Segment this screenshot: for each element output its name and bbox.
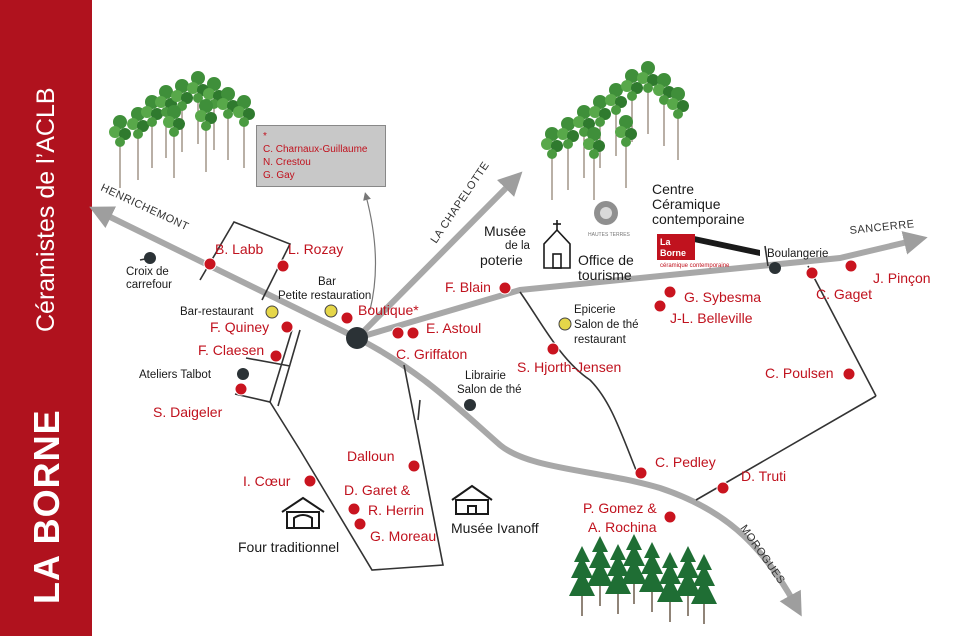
village-center-marker xyxy=(346,327,368,349)
label-blain: F. Blain xyxy=(445,279,491,295)
label-epicerie-2: Salon de thé xyxy=(574,319,639,331)
label-herrin: R. Herrin xyxy=(368,502,424,518)
label-boutique: Boutique* xyxy=(358,302,419,318)
church-icon xyxy=(543,220,571,269)
label-epicerie-3: restaurant xyxy=(574,334,627,346)
label-belleville: J-L. Belleville xyxy=(670,310,753,326)
label-moreau: G. Moreau xyxy=(370,528,436,544)
label-dalloun: Dalloun xyxy=(347,448,394,464)
label-astoul: E. Astoul xyxy=(426,320,481,336)
svg-text:Borne: Borne xyxy=(660,248,686,258)
side-band: LA BORNE Céramistes de l’ACLB xyxy=(0,0,92,636)
label-centre-2: Céramique xyxy=(652,196,721,212)
label-pedley: C. Pedley xyxy=(655,454,716,470)
label-rochina: A. Rochina xyxy=(588,519,657,535)
svg-text:La: La xyxy=(660,237,671,247)
small-roads xyxy=(139,221,877,571)
label-musee-2: de la xyxy=(505,240,531,252)
svg-text:céramique contemporaine: céramique contemporaine xyxy=(660,263,730,269)
note-line: C. Charnaux-Guillaume xyxy=(263,144,368,155)
label-rozay: L. Rozay xyxy=(288,241,343,257)
label-centre-1: Centre xyxy=(652,181,694,197)
label-claesen: F. Claesen xyxy=(198,342,264,358)
label-centre-3: contemporaine xyxy=(652,211,745,227)
label-garet: D. Garet & xyxy=(344,482,411,498)
note-line: G. Gay xyxy=(263,170,295,181)
label-librairie-2: Salon de thé xyxy=(457,384,522,396)
label-poulsen: C. Poulsen xyxy=(765,365,833,381)
trees-top-left xyxy=(108,70,256,189)
hautes-terres-logo: HAUTES TERRES xyxy=(588,201,631,238)
label-croix-2: carrefour xyxy=(126,279,172,291)
label-musee-1: Musée xyxy=(484,223,526,239)
road-label-henrichemont: HENRICHEMONT xyxy=(99,182,191,233)
note-pointer xyxy=(363,192,377,311)
note-star: * xyxy=(263,131,267,142)
label-ivanoff: Musée Ivanoff xyxy=(451,520,539,536)
label-sybesma: G. Sybesma xyxy=(684,289,761,305)
label-gomez: P. Gomez & xyxy=(583,500,657,516)
boutique-note: * C. Charnaux-Guillaume N. Crestou G. Ga… xyxy=(256,125,386,187)
main-roads xyxy=(89,171,928,617)
label-daigeler: S. Daigeler xyxy=(153,404,223,420)
trees-top-middle xyxy=(540,60,690,201)
kiln-icon xyxy=(281,496,325,529)
road-label-morogues: MOROGUES xyxy=(738,523,788,587)
label-hjorth: S. Hjorth-Jensen xyxy=(517,359,621,375)
label-office-1: Office de xyxy=(578,252,634,268)
label-croix-1: Croix de xyxy=(126,266,169,278)
label-four: Four traditionnel xyxy=(238,539,339,555)
label-bar-restaurant: Bar-restaurant xyxy=(180,306,254,318)
svg-text:HAUTES TERRES: HAUTES TERRES xyxy=(588,232,631,238)
note-line: N. Crestou xyxy=(263,157,311,168)
label-pincon: J. Pinçon xyxy=(873,270,931,286)
road-label-sancerre: SANCERRE xyxy=(849,218,915,237)
label-coeur: I. Cœur xyxy=(243,473,291,489)
ceramist-markers xyxy=(203,257,858,531)
label-truti: D. Truti xyxy=(741,468,786,484)
label-gaget: C. Gaget xyxy=(816,286,872,302)
label-office-2: tourisme xyxy=(578,267,632,283)
label-boulangerie: Boulangerie xyxy=(767,248,828,260)
museum-ivanoff-icon xyxy=(451,484,493,515)
label-librairie-1: Librairie xyxy=(465,370,506,382)
la-borne-logo: La Borne céramique contemporaine xyxy=(657,234,760,269)
label-musee-3: poterie xyxy=(480,252,523,268)
label-quiney: F. Quiney xyxy=(210,319,269,335)
label-griffaton: C. Griffaton xyxy=(396,346,467,362)
food-markers xyxy=(265,304,572,331)
label-bar-1: Bar xyxy=(318,276,336,288)
label-epicerie-1: Epicerie xyxy=(574,304,616,316)
label-labb: B. Labb xyxy=(215,241,263,257)
service-markers xyxy=(144,252,781,411)
trees-bottom xyxy=(568,533,718,625)
label-bar-2: Petite restauration xyxy=(278,290,371,302)
label-ateliers: Ateliers Talbot xyxy=(139,369,212,381)
